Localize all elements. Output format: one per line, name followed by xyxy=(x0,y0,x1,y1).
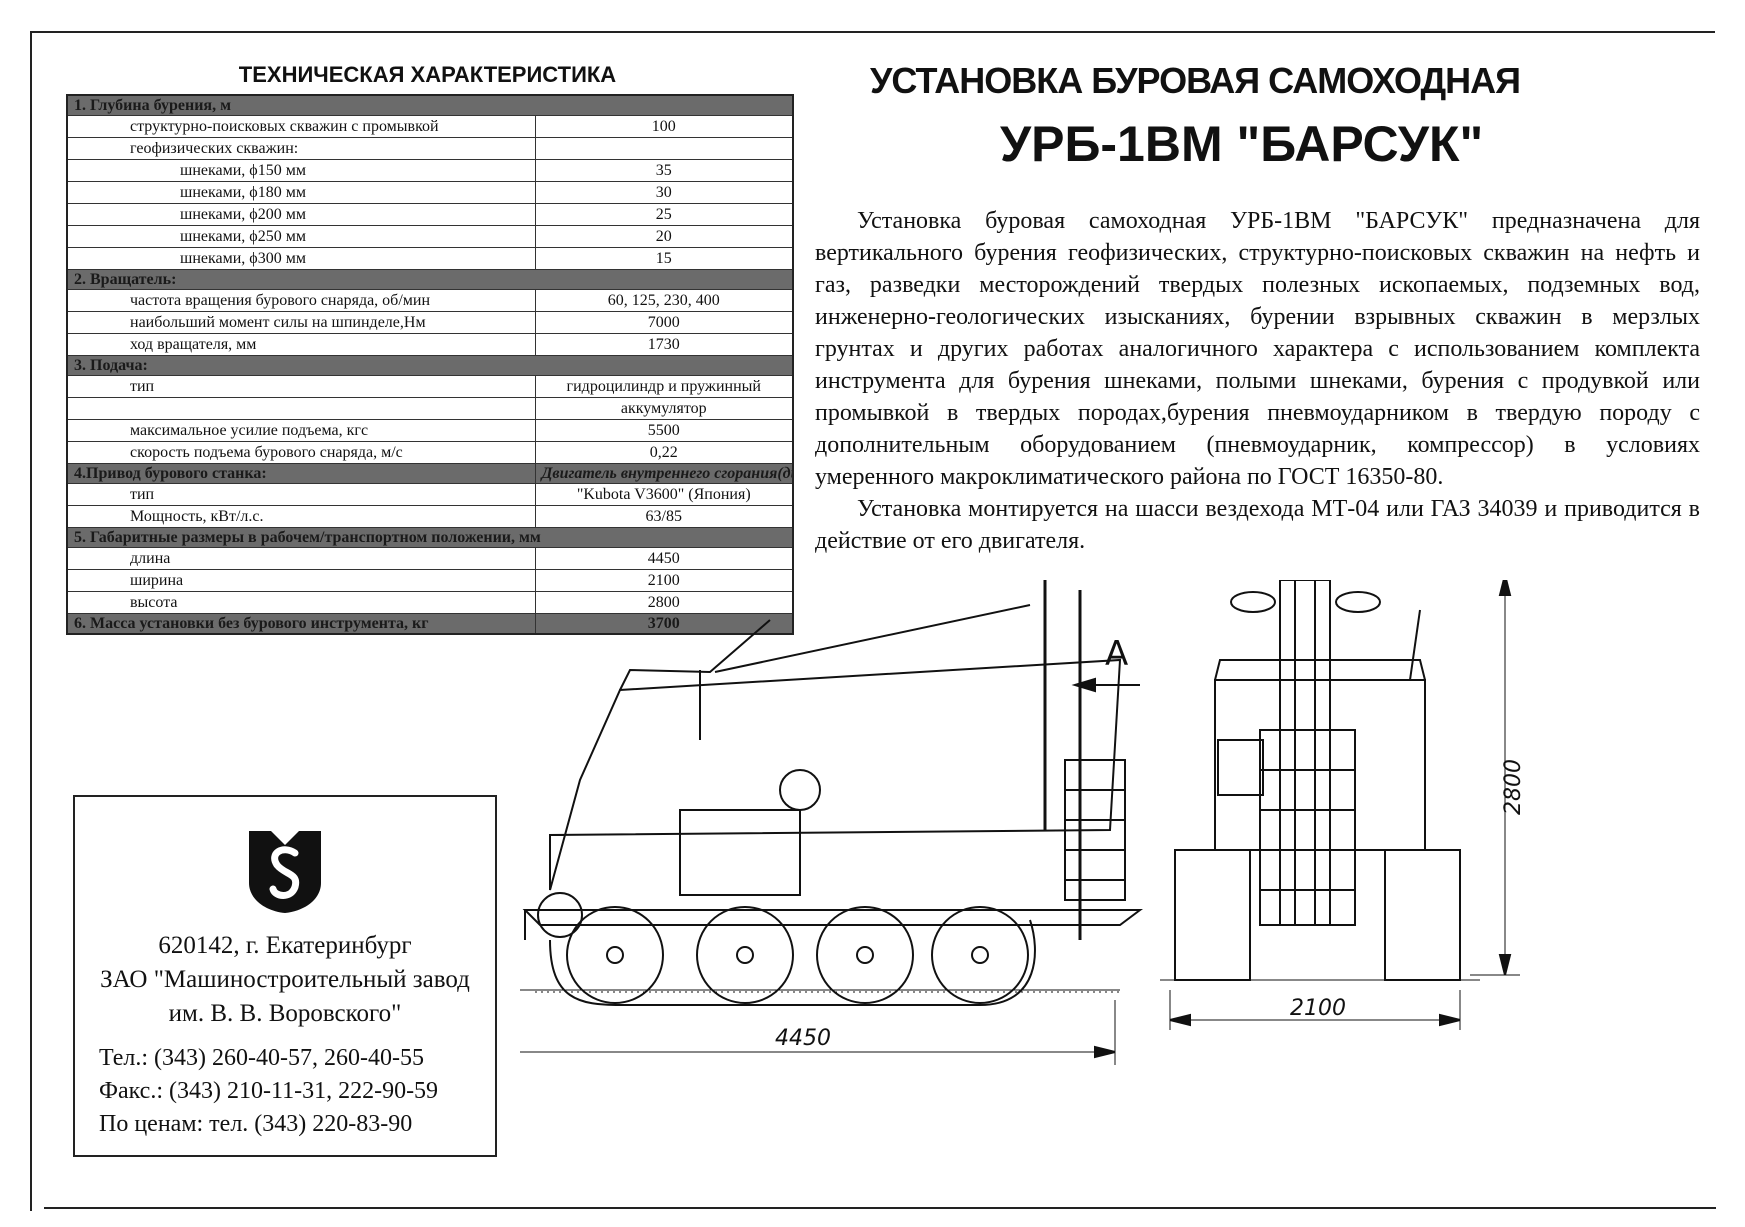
table-row: аккумулятор xyxy=(66,397,794,420)
prices-line: По ценам: тел. (343) 220-83-90 xyxy=(99,1111,413,1137)
table-row: геофизических скважин: xyxy=(66,137,794,160)
fax-line: Факс.: (343) 210-11-31, 222-90-59 xyxy=(99,1078,439,1104)
spec-section-feed: 3. Подача: xyxy=(66,355,794,376)
company-contacts: Тел.: (343) 260-40-57, 260-40-55 Факс.: … xyxy=(99,1042,489,1141)
phone-line: Тел.: (343) 260-40-57, 260-40-55 xyxy=(99,1045,424,1071)
spec-section-mass: 6. Масса установки без бурового инструме… xyxy=(66,613,794,635)
frame-left-line xyxy=(30,31,32,1211)
front-view: A 2800 2100 xyxy=(1160,580,1526,1030)
dim-length-label: 4450 xyxy=(775,1026,831,1051)
table-row: тип"Kubota V3600" (Япония) xyxy=(66,483,794,506)
spec-heading: ТЕХНИЧЕСКАЯ ХАРАКТЕРИСТИКА xyxy=(238,62,617,87)
spec-section-dimensions: 5. Габаритные размеры в рабочем/транспор… xyxy=(66,527,794,548)
spec-section-depth: 1. Глубина бурения, м xyxy=(66,94,794,116)
description-paragraph: Установка монтируется на шасси вездехода… xyxy=(815,496,1700,554)
company-address: 620142, г. Екатеринбург ЗАО "Машинострои… xyxy=(100,932,470,1027)
frame-bottom-line xyxy=(44,1207,1716,1209)
company-logo-icon xyxy=(249,831,321,913)
table-row: структурно-поисковых скважин с промывкой… xyxy=(66,115,794,138)
spec-table: 1. Глубина бурения, м структурно-поисков… xyxy=(66,94,794,635)
spec-section-drive: 4.Привод бурового станка:Двигатель внутр… xyxy=(66,463,794,484)
spec-section-rotator: 2. Вращатель: xyxy=(66,269,794,290)
page-title: УСТАНОВКА БУРОВАЯ САМОХОДНАЯ xyxy=(870,60,1521,101)
dim-width-label: 2100 xyxy=(1290,996,1346,1021)
table-row: Мощность, кВт/л.с.63/85 xyxy=(66,505,794,528)
company-box: 620142, г. Екатеринбург ЗАО "Машинострои… xyxy=(73,795,497,1157)
side-view: 4450 A xyxy=(520,580,1143,1065)
description: Установка буровая самоходная УРБ-1ВМ "БА… xyxy=(815,205,1700,557)
technical-drawing: 4450 A A 2800 2100 xyxy=(520,580,1526,1065)
dim-height-label: 2800 xyxy=(1501,759,1526,815)
table-row: частота вращения бурового снаряда, об/ми… xyxy=(66,289,794,312)
view-label-side: A xyxy=(1105,634,1128,674)
description-paragraph: Установка буровая самоходная УРБ-1ВМ "БА… xyxy=(815,208,1700,490)
frame-top-line xyxy=(30,31,1715,33)
model-title: УРБ-1ВМ "БАРСУК" xyxy=(1000,116,1484,172)
